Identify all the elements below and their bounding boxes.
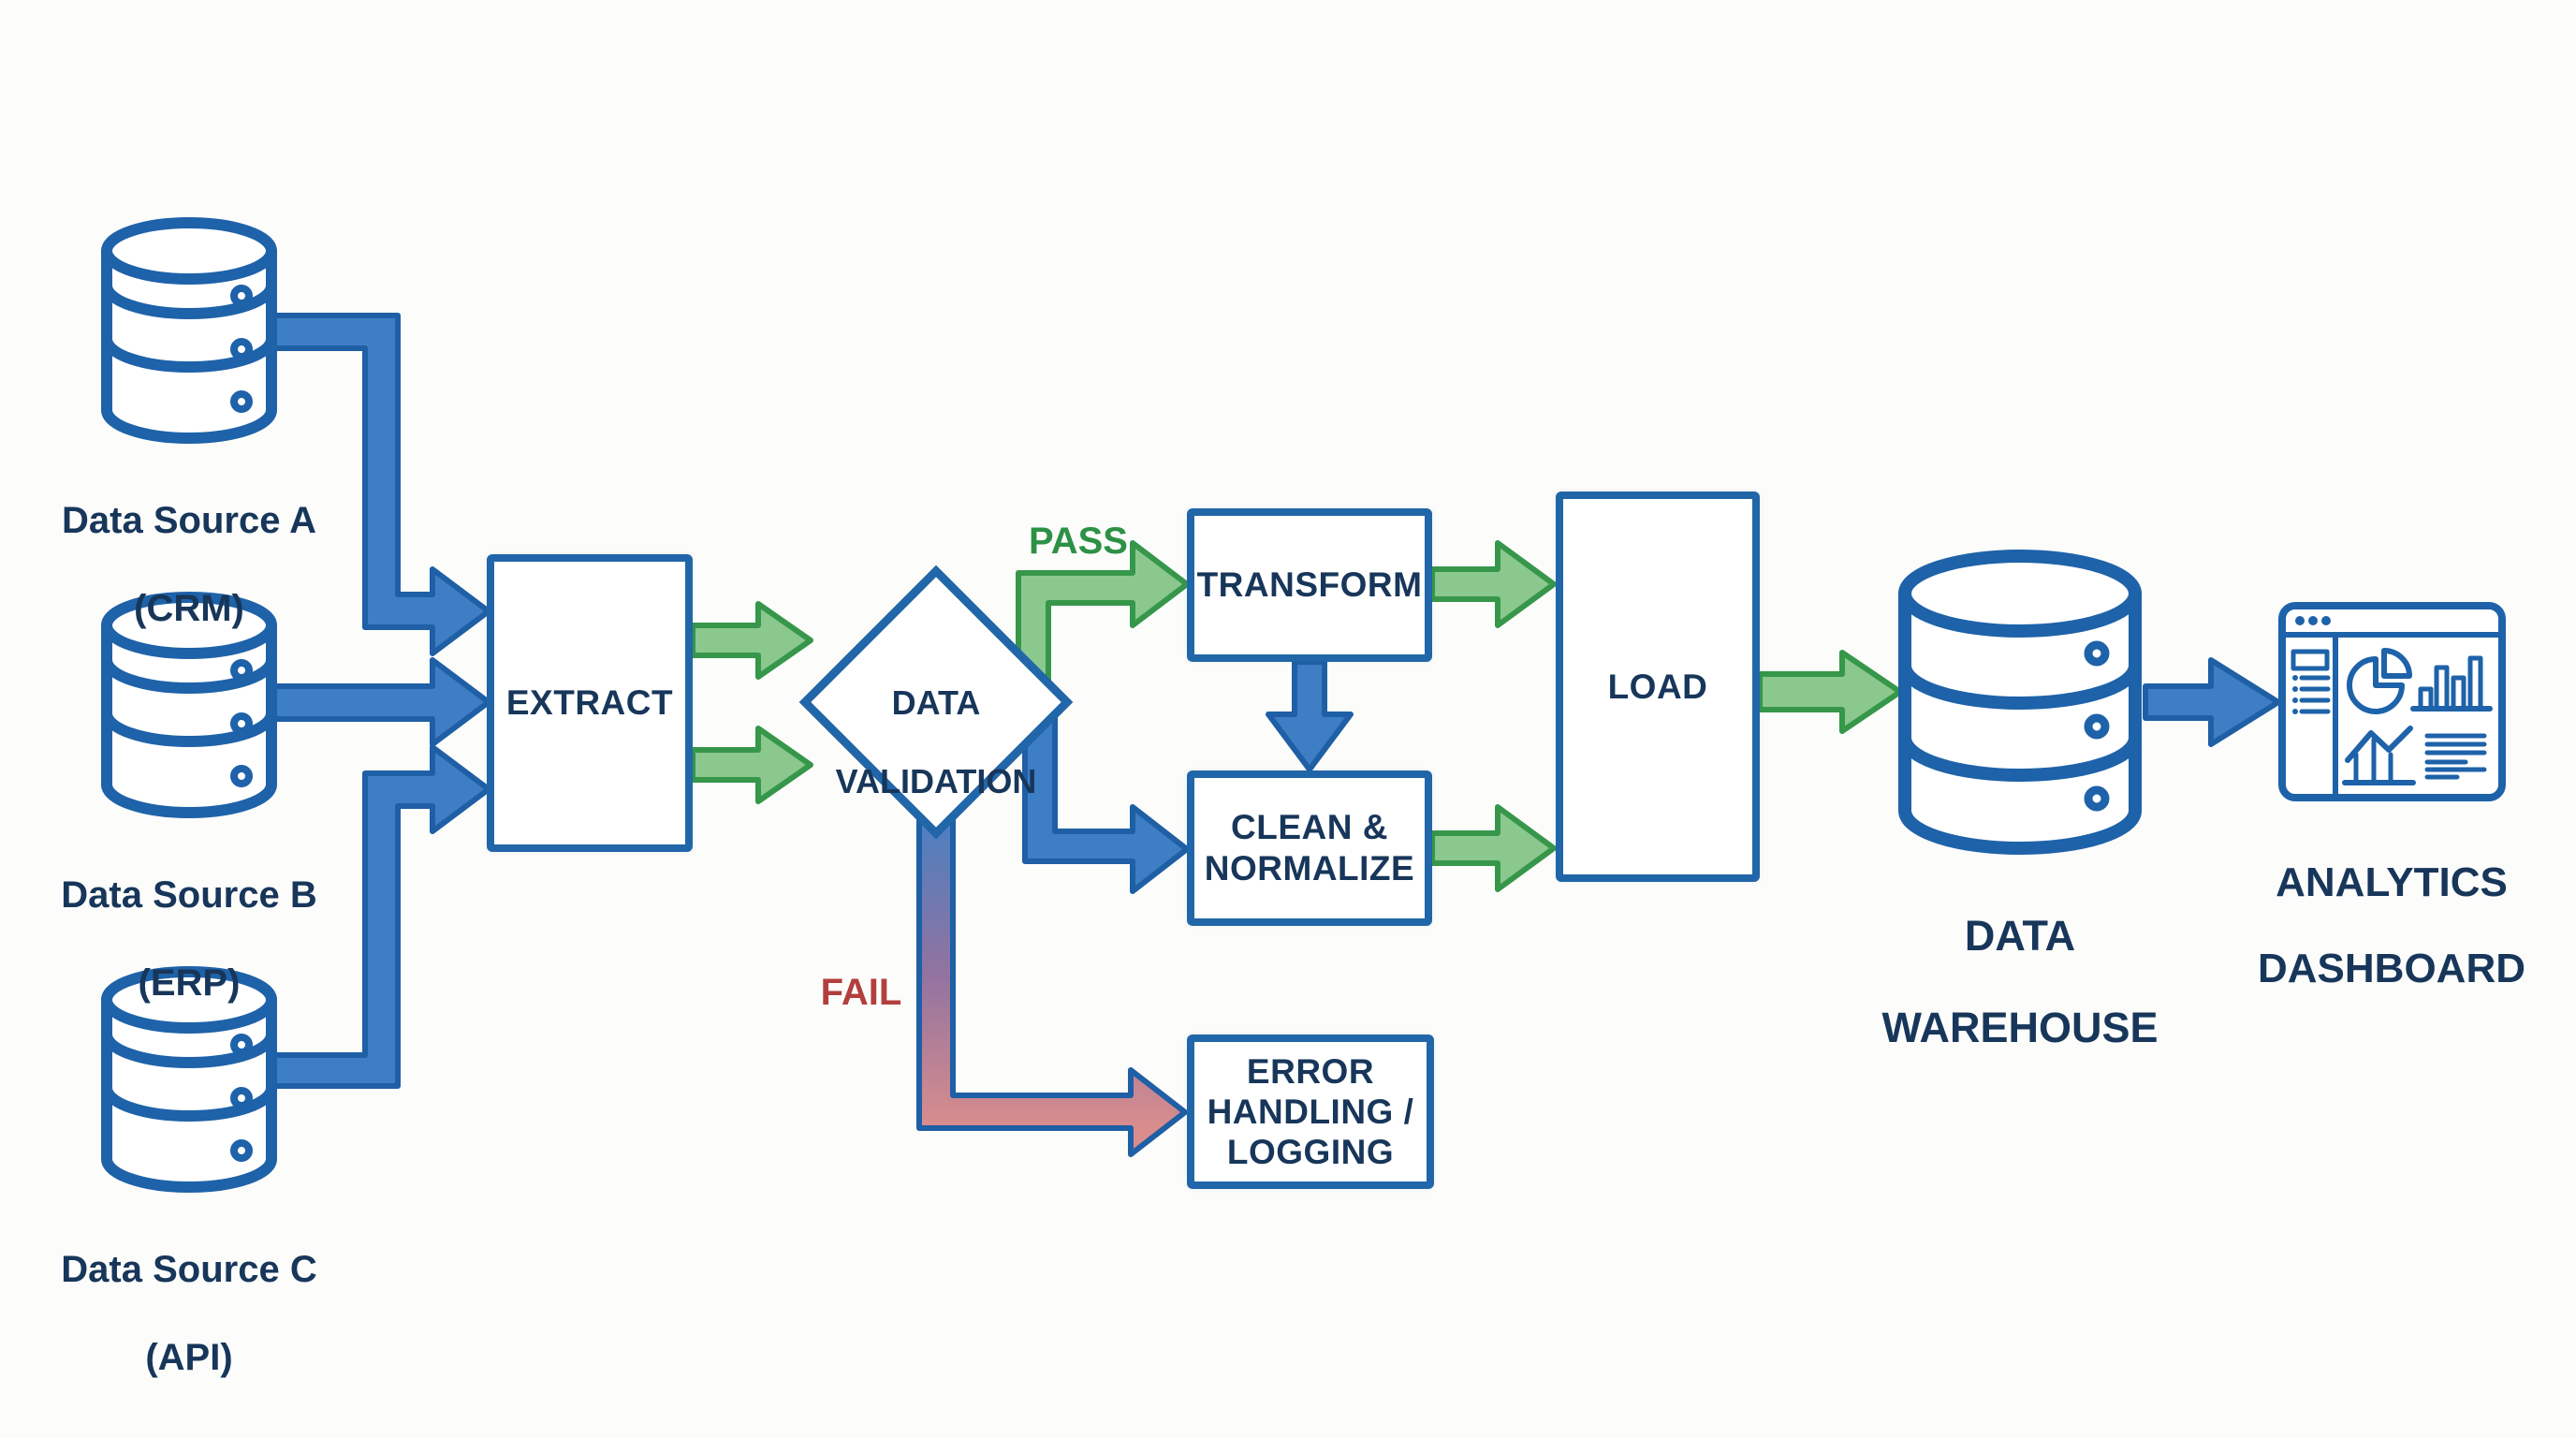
validation-diamond-label: DATA VALIDATION xyxy=(835,683,1037,800)
bar-chart-icon xyxy=(2410,655,2493,712)
sidebar-menu-icon xyxy=(2291,649,2331,714)
clean-node-label-line1: CLEAN & xyxy=(1231,808,1388,846)
database-icon-source-b xyxy=(101,592,277,818)
arrow-source-a-to-extract xyxy=(266,313,491,656)
source-a-label: Data Source A (CRM) xyxy=(62,500,316,629)
load-node: LOAD xyxy=(1556,492,1760,882)
data-warehouse-icon xyxy=(1898,550,2142,855)
arrow-clean-to-load xyxy=(1429,804,1557,892)
arrow-source-b-to-extract xyxy=(269,657,491,747)
clean-node-label-line2: NORMALIZE xyxy=(1204,849,1415,888)
window-dot-icon xyxy=(2308,616,2318,625)
error-node-label-line3: LOGGING xyxy=(1226,1133,1395,1171)
arrow-validation-to-clean xyxy=(1022,712,1190,894)
arrow-load-to-warehouse xyxy=(1757,650,1903,734)
database-icon-source-a xyxy=(101,217,277,444)
window-dot-icon xyxy=(2295,616,2305,625)
arrow-extract-to-validation-bottom xyxy=(690,726,813,804)
database-icon-source-c xyxy=(101,966,277,1193)
text-lines-icon xyxy=(2424,733,2487,780)
arrow-source-c-to-extract xyxy=(266,744,491,1089)
source-b-label: Data Source B (ERP) xyxy=(61,874,317,1004)
error-node-label-line2: HANDLING / xyxy=(1207,1093,1414,1131)
fail-edge-label: FAIL xyxy=(820,972,902,1013)
error-node-label-line1: ERROR xyxy=(1246,1052,1375,1091)
extract-node: EXTRACT xyxy=(487,554,693,852)
pass-edge-label: PASS xyxy=(1029,521,1128,562)
source-c-label: Data Source C (API) xyxy=(61,1249,317,1378)
transform-node: TRANSFORM xyxy=(1187,508,1432,662)
window-dot-icon xyxy=(2321,616,2331,625)
error-handling-node: ERROR HANDLING / LOGGING xyxy=(1187,1034,1434,1189)
clean-normalize-node: CLEAN & NORMALIZE xyxy=(1187,770,1432,926)
validation-diamond xyxy=(798,565,1074,840)
transform-node-label: TRANSFORM xyxy=(1196,565,1423,604)
pie-chart-icon xyxy=(2347,648,2412,714)
extract-node-label: EXTRACT xyxy=(505,683,674,722)
data-warehouse-label: DATA WAREHOUSE xyxy=(1881,912,2159,1051)
load-node-label: LOAD xyxy=(1607,667,1708,706)
analytics-dashboard-icon xyxy=(2278,602,2506,801)
arrow-transform-to-clean xyxy=(1266,659,1354,772)
analytics-dashboard-label: ANALYTICS DASHBOARD xyxy=(2258,859,2525,991)
arrow-fail-to-error-handling xyxy=(916,814,1188,1157)
line-chart-icon xyxy=(2342,726,2416,785)
arrow-warehouse-to-dashboard xyxy=(2143,657,2281,747)
arrow-pass-to-transform xyxy=(1016,540,1190,686)
arrow-extract-to-validation-top xyxy=(690,601,813,680)
arrow-transform-to-load xyxy=(1429,540,1557,628)
